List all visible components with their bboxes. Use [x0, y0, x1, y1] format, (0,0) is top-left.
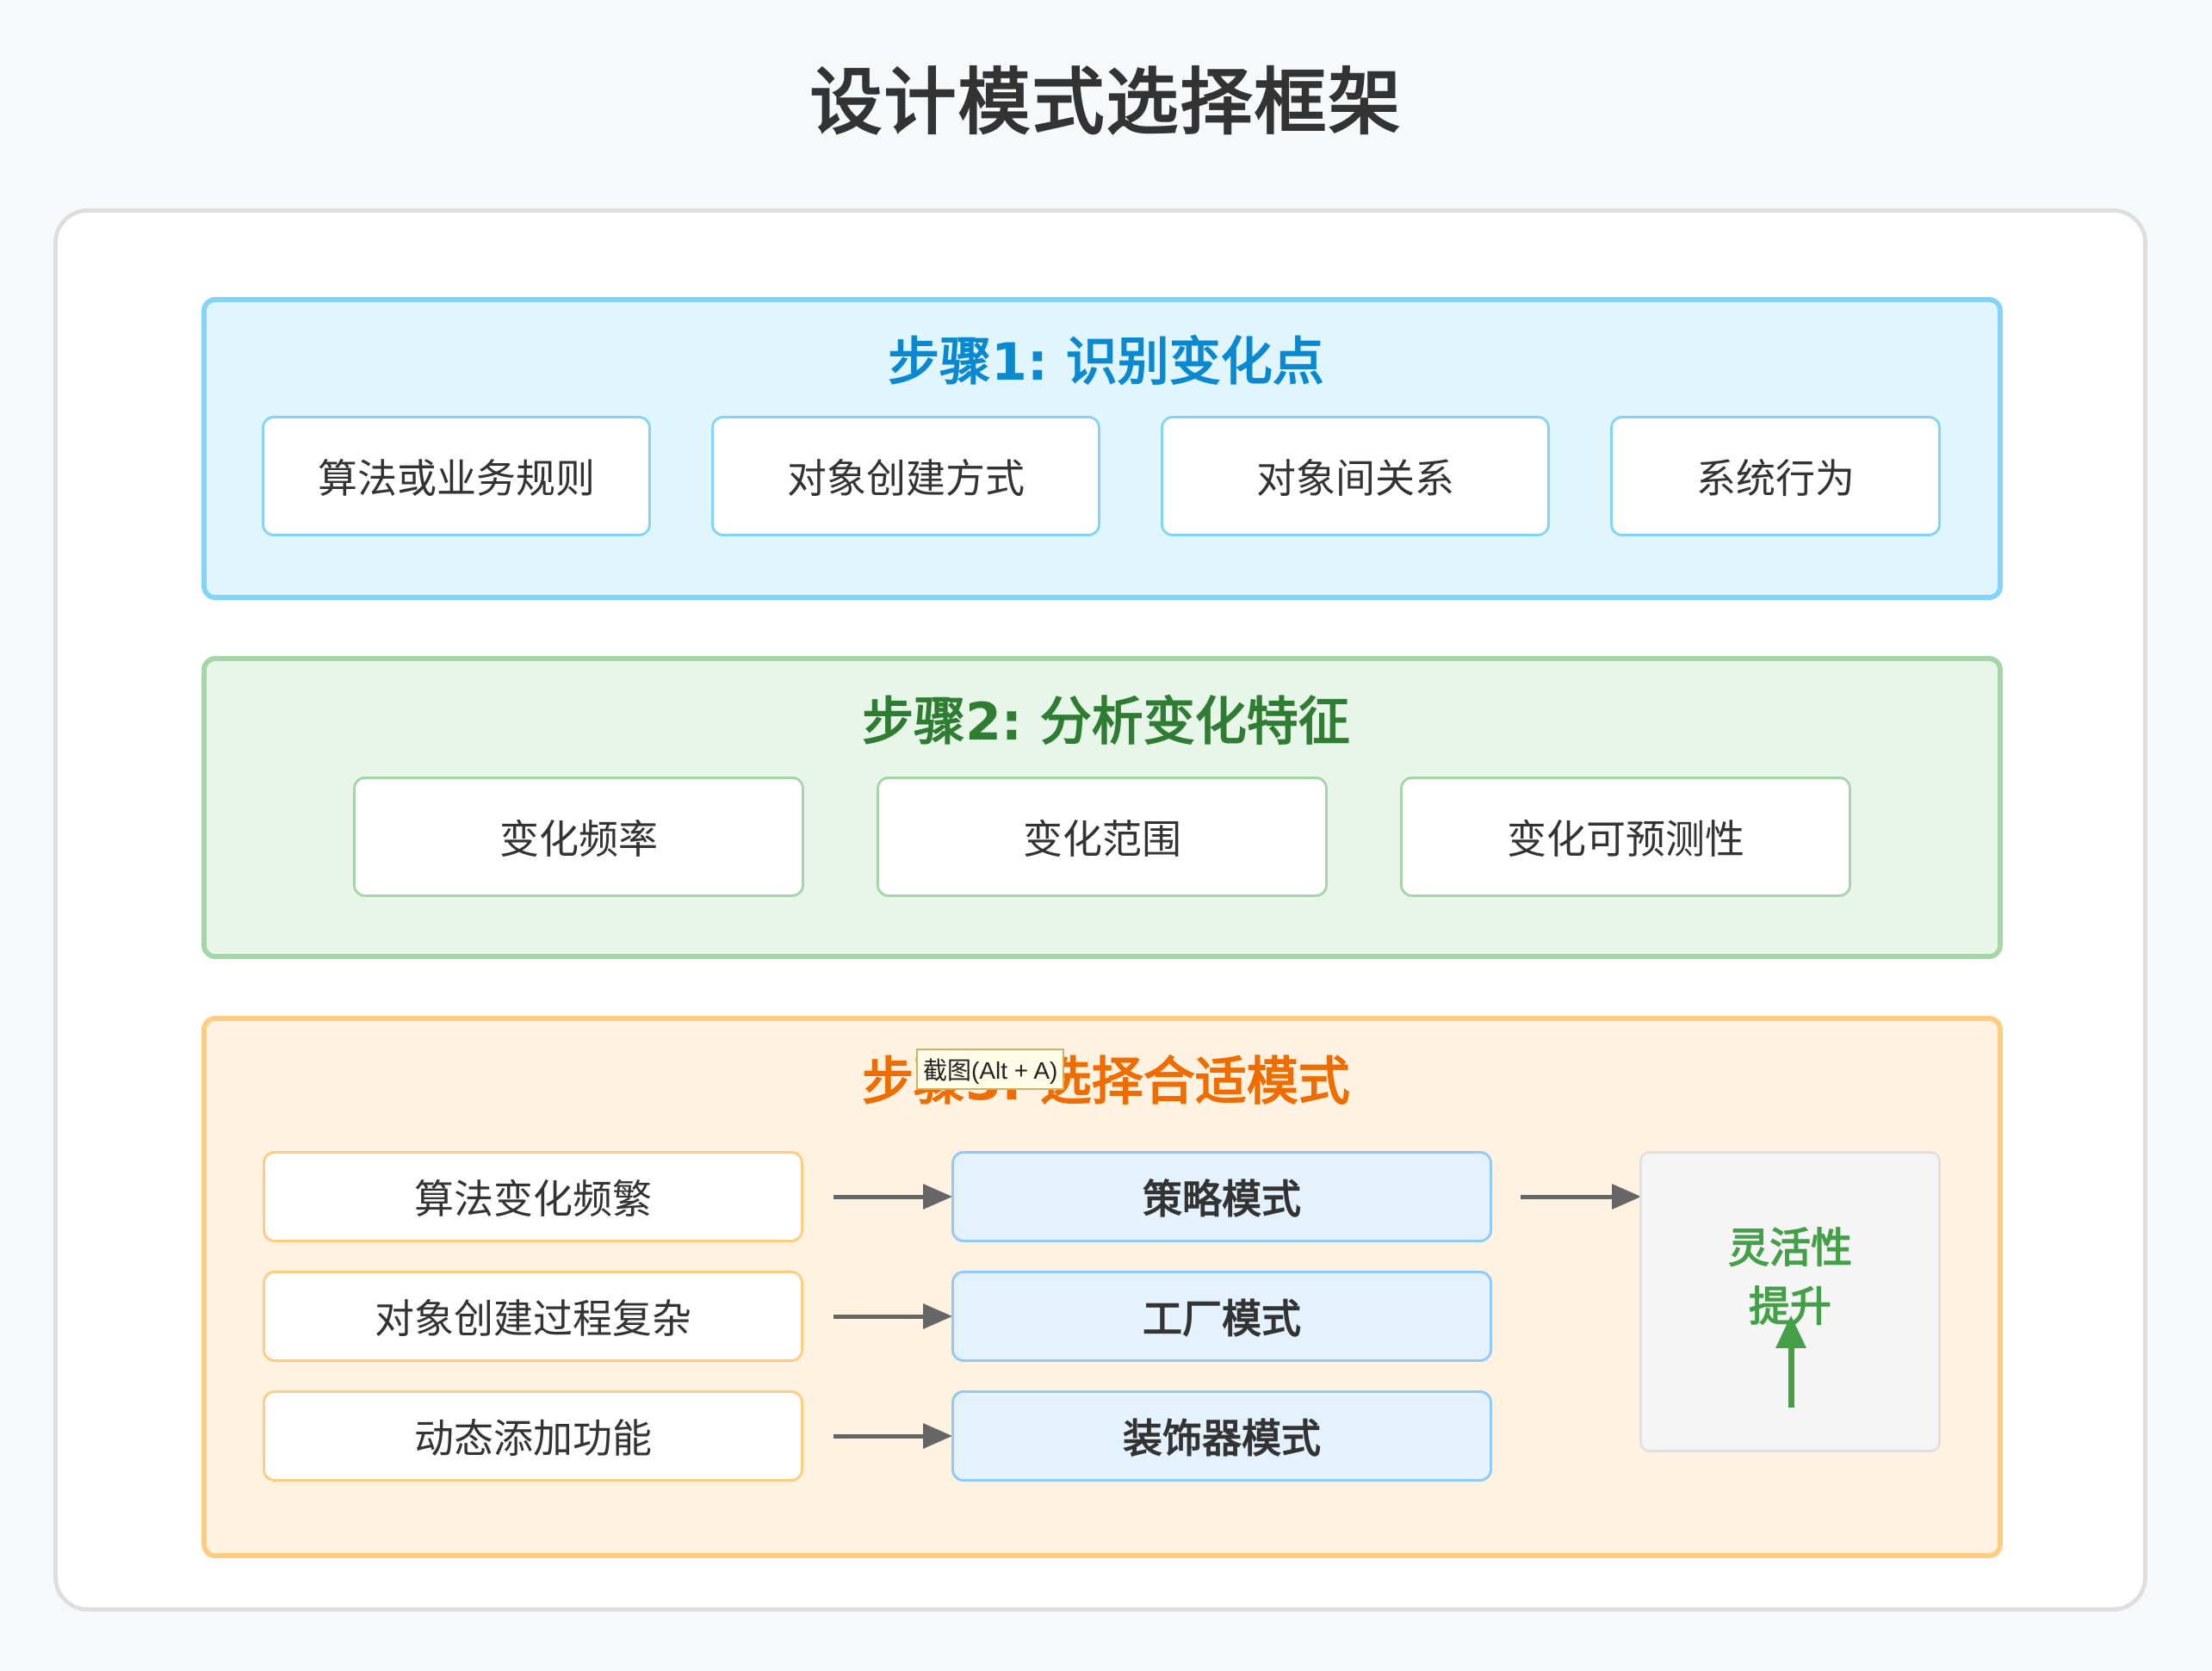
step3-title: 步骤3: 选择合适模式	[862, 1052, 1350, 1112]
step2-title: 步骤2: 分析变化特征	[862, 692, 1350, 752]
arrow-up-icon	[1775, 1315, 1806, 1348]
step1-title: 步骤1: 识别变化点	[888, 332, 1324, 393]
page-title: 设计模式选择框架	[809, 60, 1403, 145]
step1-item-object-relations: 对象间关系	[1161, 416, 1550, 536]
scenario-complex-creation: 对象创建过程复杂	[263, 1271, 803, 1362]
step1-item-object-creation: 对象创建方式	[711, 416, 1100, 536]
screenshot-tooltip: 截图(Alt + A)	[916, 1049, 1065, 1090]
step1-item-system-behavior: 系统行为	[1610, 416, 1941, 536]
arrow-right-icon	[833, 1303, 952, 1329]
step2-item-predictability: 变化可预测性	[1400, 777, 1851, 897]
arrow-up-shaft	[1788, 1347, 1794, 1408]
arrow-right-icon	[833, 1184, 952, 1210]
step2-item-scope: 变化范围	[877, 777, 1328, 897]
scenario-dynamic-features: 动态添加功能	[263, 1390, 803, 1482]
scenario-algorithm-frequent: 算法变化频繁	[263, 1151, 803, 1242]
pattern-strategy: 策略模式	[951, 1151, 1492, 1242]
arrow-right-icon	[1521, 1184, 1641, 1210]
pattern-factory: 工厂模式	[951, 1271, 1492, 1362]
step2-item-frequency: 变化频率	[353, 777, 804, 897]
arrow-right-icon	[833, 1423, 952, 1449]
step1-item-algorithm: 算法或业务规则	[262, 416, 651, 536]
result-label-flexibility: 灵活性	[1727, 1224, 1852, 1272]
pattern-decorator: 装饰器模式	[951, 1390, 1492, 1482]
